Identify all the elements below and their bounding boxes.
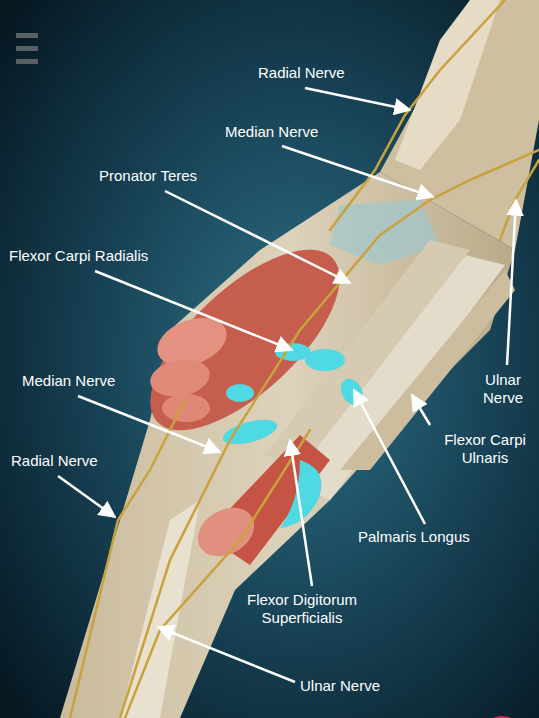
menu-bar — [16, 46, 38, 51]
leader-arrow — [290, 440, 312, 586]
structure-label: Flexor Carpi Ulnaris — [436, 431, 534, 467]
structure-label: Flexor Carpi Radialis — [9, 247, 148, 265]
leader-arrow — [58, 476, 115, 517]
leader-arrow — [507, 200, 516, 365]
structure-label: Flexor Digitorum Superficialis — [236, 591, 368, 627]
structure-label: Pronator Teres — [99, 167, 197, 185]
arm — [60, 0, 539, 718]
leader-arrow — [165, 191, 350, 283]
menu-icon — [16, 33, 38, 64]
structure-label: Radial Nerve — [11, 452, 98, 470]
leader-arrows — [58, 88, 516, 682]
radial-nerve — [70, 400, 185, 718]
nerves — [70, 0, 539, 718]
menu-bar — [16, 33, 38, 38]
muscle-cut-end — [162, 394, 210, 422]
leader-arrow — [282, 146, 433, 197]
cut-surface — [226, 384, 254, 402]
structure-label: Median Nerve — [22, 372, 115, 390]
leader-arrow — [158, 627, 295, 682]
structure-label: Radial Nerve — [258, 64, 345, 82]
cut-surfaces — [220, 343, 367, 528]
median-nerve — [120, 150, 539, 718]
leader-arrow — [354, 390, 425, 524]
cut-surface — [305, 349, 345, 371]
structure-label: Median Nerve — [225, 123, 318, 141]
leader-arrow — [95, 271, 292, 350]
ulnar-nerve — [500, 160, 539, 240]
menu-bar — [16, 59, 38, 64]
corner-button — [480, 716, 524, 718]
radial-nerve — [330, 0, 505, 230]
humerus — [395, 0, 500, 170]
leader-arrow — [412, 395, 430, 425]
structure-label: Ulnar Nerve — [300, 677, 380, 695]
radius-bone — [120, 500, 200, 718]
leader-arrow — [78, 396, 220, 452]
structure-label: Ulnar Nerve — [471, 371, 535, 407]
ulnar-nerve — [125, 430, 310, 718]
muscle-cut-end — [147, 355, 212, 401]
cut-surface — [336, 375, 367, 409]
leader-arrow — [305, 88, 410, 110]
structure-label: Palmaris Longus — [358, 528, 470, 546]
pronator-teres-muscle — [122, 220, 368, 460]
